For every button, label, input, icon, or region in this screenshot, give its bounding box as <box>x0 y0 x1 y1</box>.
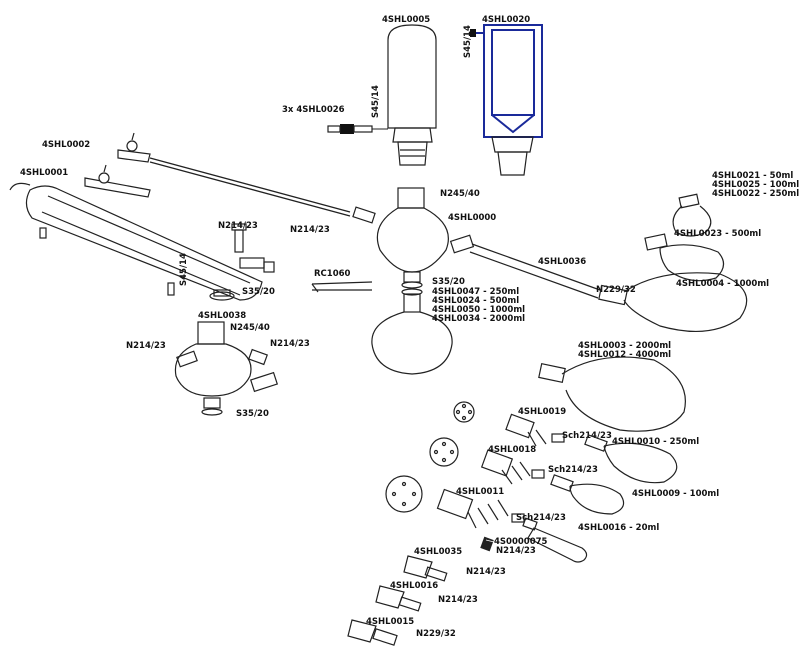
label-pear-100: 4SHL0009 - 100ml <box>632 489 719 499</box>
label-multi-neck: 4SHL0038 <box>198 311 246 321</box>
label-adapter-3-joint: Sch214/23 <box>516 513 566 523</box>
adapter-4shl0018 <box>480 449 545 485</box>
label-side-coupler: 3x 4SHL0026 <box>282 105 345 115</box>
label-multi-top: N245/40 <box>230 323 270 333</box>
vessel-4shl0020 <box>470 24 543 176</box>
label-adapter-3: 4SHL0011 <box>456 487 504 497</box>
valve-4shl0001 <box>84 164 151 198</box>
label-right-1000: 4SHL0004 - 1000ml <box>676 279 769 289</box>
valve-4shl0002 <box>117 132 351 217</box>
flask-2000ml <box>538 356 686 432</box>
o-ring-2 <box>429 437 459 467</box>
coupler-3x-4shl0026 <box>327 124 388 134</box>
label-top-center: 4SHL0005 <box>382 15 430 25</box>
label-condenser-joint: N214/23 <box>218 221 258 231</box>
pear-flask-250ml <box>584 434 678 484</box>
vessel-4shl0005 <box>387 24 437 166</box>
label-multi-right: N214/23 <box>270 339 310 349</box>
label-tube-joint: N229/32 <box>596 285 636 295</box>
funnel-4shl0015 <box>347 619 398 646</box>
funnel-4shl0016 <box>375 585 422 612</box>
label-left-upper: 4SHL0002 <box>42 140 90 150</box>
flask-500ml <box>644 233 725 282</box>
label-vert-1: S45/14 <box>371 85 381 118</box>
label-adapter-1: 4SHL0019 <box>518 407 566 417</box>
label-top-blue: 4SHL0020 <box>482 15 530 25</box>
adapter-4shl0019 <box>505 413 565 447</box>
label-right-big-1: 4SHL0003 - 2000ml <box>578 341 671 351</box>
label-center-main: 4SHL0000 <box>448 213 496 223</box>
stopper-4s0000075 <box>480 536 495 552</box>
flask-small-50ml <box>672 193 712 237</box>
tube-20ml <box>522 517 588 563</box>
label-left-lower: 4SHL0001 <box>20 168 68 178</box>
label-clip: RC1060 <box>314 269 351 279</box>
label-right-small-1: 4SHL0021 - 50ml <box>712 171 793 181</box>
label-flask-list-4: 4SHL0034 - 2000ml <box>432 314 525 324</box>
funnel-4shl0035 <box>403 555 448 582</box>
clip-rc1060 <box>311 281 373 293</box>
label-vert-3: S45/14 <box>179 253 189 286</box>
label-right-500: 4SHL0023 - 500ml <box>674 229 761 239</box>
label-adapter-2-joint: Sch214/23 <box>548 465 598 475</box>
label-pear-250: 4SHL0010 - 250ml <box>612 437 699 447</box>
label-multi-s: S35/20 <box>236 409 269 419</box>
label-tube: 4SHL0036 <box>538 257 586 267</box>
label-adapter-2: 4SHL0018 <box>488 445 536 455</box>
label-bottom-2-joint: N214/23 <box>438 595 478 605</box>
label-condenser-s: S35/20 <box>242 287 275 297</box>
label-adapter-1-joint: Sch214/23 <box>562 431 612 441</box>
label-multi-left: N214/23 <box>126 341 166 351</box>
label-bottom-3-joint: N229/32 <box>416 629 456 639</box>
label-flask-list-3: 4SHL0050 - 1000ml <box>432 305 525 315</box>
label-flask-list-2: 4SHL0024 - 500ml <box>432 296 519 306</box>
label-center-joint-top: N245/40 <box>440 189 480 199</box>
label-stopper: 4S0000075 <box>494 537 548 547</box>
label-tube-20: 4SHL0016 - 20ml <box>578 523 659 533</box>
adapter-4shl0011 <box>436 488 525 529</box>
o-ring-3 <box>385 475 423 513</box>
multi-neck-flask-4shl0038 <box>174 321 279 416</box>
condenser <box>9 182 275 301</box>
distillation-head-4shl0000 <box>352 187 601 299</box>
label-right-small-2: 4SHL0025 - 100ml <box>712 180 799 190</box>
label-bottom-3: 4SHL0015 <box>366 617 414 627</box>
pear-flask-100ml <box>550 474 625 515</box>
label-bottom-2: 4SHL0016 <box>390 581 438 591</box>
label-vert-2: S45/14 <box>463 25 473 58</box>
label-stopper-joint: N214/23 <box>496 546 536 556</box>
label-center-joint-left: N214/23 <box>290 225 330 235</box>
round-flask-center <box>371 288 453 375</box>
label-right-small-3: 4SHL0022 - 250ml <box>712 189 799 199</box>
label-bottom-1: 4SHL0035 <box>414 547 462 557</box>
label-center-s: S35/20 <box>432 277 465 287</box>
o-ring-1 <box>453 401 475 423</box>
label-flask-list-1: 4SHL0047 - 250ml <box>432 287 519 297</box>
flask-1000ml <box>598 272 748 333</box>
label-right-big-2: 4SHL0012 - 4000ml <box>578 350 671 360</box>
label-bottom-1-joint: N214/23 <box>466 567 506 577</box>
